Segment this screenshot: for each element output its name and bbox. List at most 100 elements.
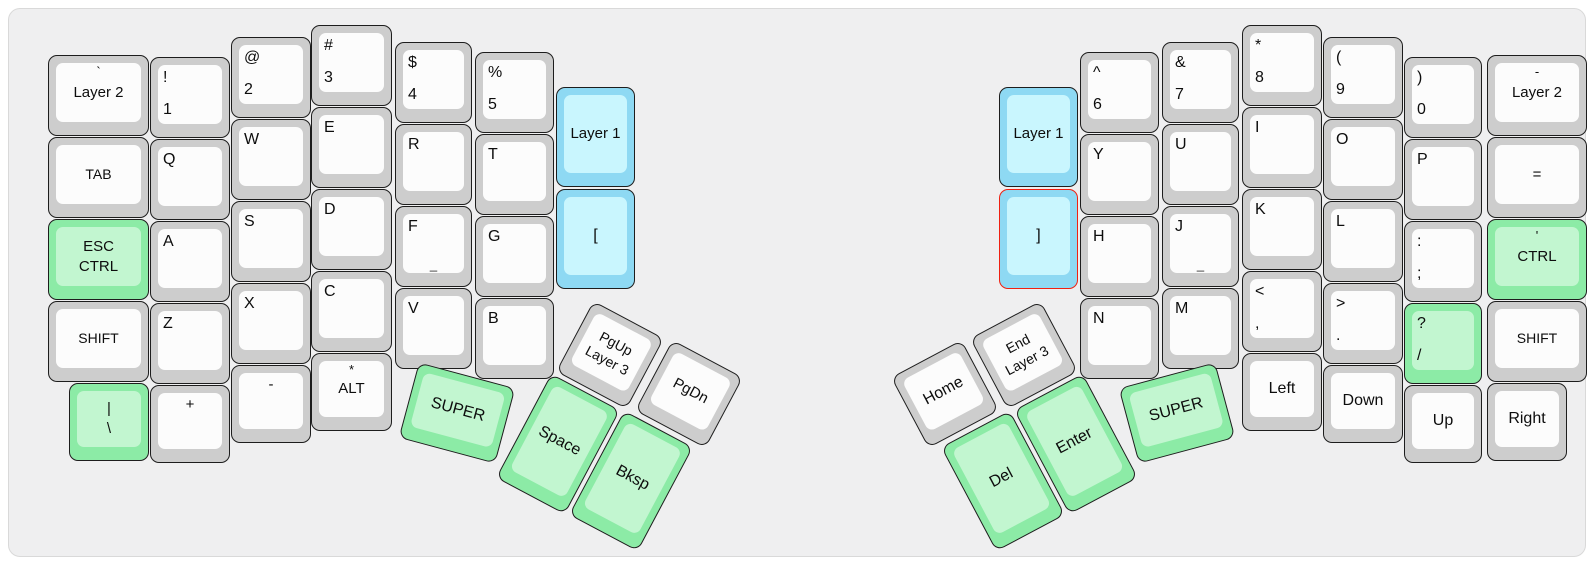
keycap-top: Q <box>158 147 222 206</box>
key-k[interactable]: K <box>1242 189 1322 270</box>
key-s[interactable]: S <box>231 201 311 282</box>
key-legend: %5 <box>488 64 503 113</box>
key-j[interactable]: J_ <box>1162 206 1239 287</box>
key-legend: Down <box>1342 392 1384 410</box>
keycap-top: Left <box>1250 361 1314 417</box>
keycap-top: %5 <box>483 60 546 119</box>
key-caret-6[interactable]: ^6 <box>1080 52 1159 133</box>
key-legend: :; <box>1417 233 1422 282</box>
key-legend: [ <box>593 227 598 245</box>
key-c[interactable]: C <box>311 271 392 352</box>
key-legend: T <box>488 146 498 163</box>
key-v[interactable]: V <box>395 288 472 369</box>
key-legend: I <box>1255 119 1260 136</box>
key-legend: V <box>408 300 419 317</box>
key-pipe-backslash[interactable]: |\ <box>69 383 149 461</box>
keycap-top: T <box>483 142 546 201</box>
key-q[interactable]: Q <box>150 139 230 220</box>
key-legend: L <box>1336 213 1345 230</box>
key-shift-left[interactable]: SHIFT <box>48 301 149 382</box>
key-h[interactable]: H <box>1080 216 1159 297</box>
key-legend: SUPER <box>1147 394 1206 426</box>
key-down[interactable]: Down <box>1323 365 1403 443</box>
key-shift-right[interactable]: SHIFT <box>1487 301 1587 382</box>
key-dollar-4[interactable]: $4 <box>395 42 472 123</box>
keycap-top: [ <box>564 197 627 275</box>
key-z[interactable]: Z <box>150 303 230 384</box>
key-grave-layer2[interactable]: `Layer 2 <box>48 55 149 136</box>
key-tab[interactable]: TAB <box>48 137 149 218</box>
key-t[interactable]: T <box>475 134 554 215</box>
key-d[interactable]: D <box>311 189 392 270</box>
key-f[interactable]: F_ <box>395 206 472 287</box>
key-m[interactable]: M <box>1162 288 1239 369</box>
keycap-top: M <box>1170 296 1231 355</box>
key-at-2[interactable]: @2 <box>231 37 311 118</box>
key-minus-left[interactable]: - <box>231 365 311 443</box>
key-layer1-left[interactable]: Layer 1 <box>556 87 635 187</box>
key-gt-period[interactable]: >. <box>1323 283 1403 364</box>
key-equals[interactable]: = <box>1487 137 1587 218</box>
key-left[interactable]: Left <box>1242 353 1322 431</box>
key-legend: >. <box>1336 295 1346 344</box>
key-legend: Home <box>920 373 967 409</box>
key-minus-layer2[interactable]: -Layer 2 <box>1487 55 1587 136</box>
key-u[interactable]: U <box>1162 124 1239 205</box>
key-legend: Q <box>163 151 176 168</box>
key-b[interactable]: B <box>475 298 554 379</box>
keycap-top: *ALT <box>319 361 384 417</box>
keycap-top: N <box>1088 306 1151 365</box>
key-ast-8[interactable]: *8 <box>1242 25 1322 106</box>
key-layer1-right[interactable]: Layer 1 <box>999 87 1078 187</box>
key-lt-comma[interactable]: <, <box>1242 271 1322 352</box>
key-plus[interactable]: + <box>150 385 230 463</box>
key-rbracket[interactable]: ] <box>999 189 1078 289</box>
key-lparen-9[interactable]: (9 <box>1323 37 1403 118</box>
keycap-top: E <box>319 115 384 174</box>
key-p[interactable]: P <box>1404 139 1482 220</box>
key-up[interactable]: Up <box>1404 385 1482 463</box>
key-x[interactable]: X <box>231 283 311 364</box>
key-amp-7[interactable]: &7 <box>1162 42 1239 123</box>
key-y[interactable]: Y <box>1080 134 1159 215</box>
key-n[interactable]: N <box>1080 298 1159 379</box>
key-lbracket[interactable]: [ <box>556 189 635 289</box>
key-right[interactable]: Right <box>1487 383 1567 461</box>
key-percent-5[interactable]: %5 <box>475 52 554 133</box>
keycap-top: X <box>239 291 303 350</box>
keycap-top: <, <box>1250 279 1314 338</box>
keycap-top: H <box>1088 224 1151 283</box>
key-legend: ] <box>1036 227 1041 245</box>
key-g[interactable]: G <box>475 216 554 297</box>
keycap-top: I <box>1250 115 1314 174</box>
key-question-slash[interactable]: ?/ <box>1404 303 1482 384</box>
keycap-top: @2 <box>239 45 303 104</box>
key-legend: E <box>324 119 335 136</box>
keycap-top: !1 <box>158 65 222 124</box>
key-i[interactable]: I <box>1242 107 1322 188</box>
key-legend: Layer 1 <box>570 125 621 142</box>
keycap-top: = <box>1495 145 1579 204</box>
key-rparen-0[interactable]: )0 <box>1404 57 1482 138</box>
key-colon-semicolon[interactable]: :; <box>1404 221 1482 302</box>
key-ast-alt[interactable]: *ALT <box>311 353 392 431</box>
keycap-top: SHIFT <box>56 309 141 368</box>
key-o[interactable]: O <box>1323 119 1403 200</box>
key-hash-3[interactable]: #3 <box>311 25 392 106</box>
key-legend: C <box>324 283 336 300</box>
key-e[interactable]: E <box>311 107 392 188</box>
keycap-top: #3 <box>319 33 384 92</box>
key-l[interactable]: L <box>1323 201 1403 282</box>
key-w[interactable]: W <box>231 119 311 200</box>
key-r[interactable]: R <box>395 124 472 205</box>
key-excl-1[interactable]: !1 <box>150 57 230 138</box>
keycap-top: S <box>239 209 303 268</box>
key-legend: Z <box>163 315 173 332</box>
key-quote-ctrl[interactable]: 'CTRL <box>1487 219 1587 300</box>
keycap-top: - <box>239 373 303 429</box>
keycap-top: K <box>1250 197 1314 256</box>
keycap-top: >. <box>1331 291 1395 350</box>
key-a[interactable]: A <box>150 221 230 302</box>
